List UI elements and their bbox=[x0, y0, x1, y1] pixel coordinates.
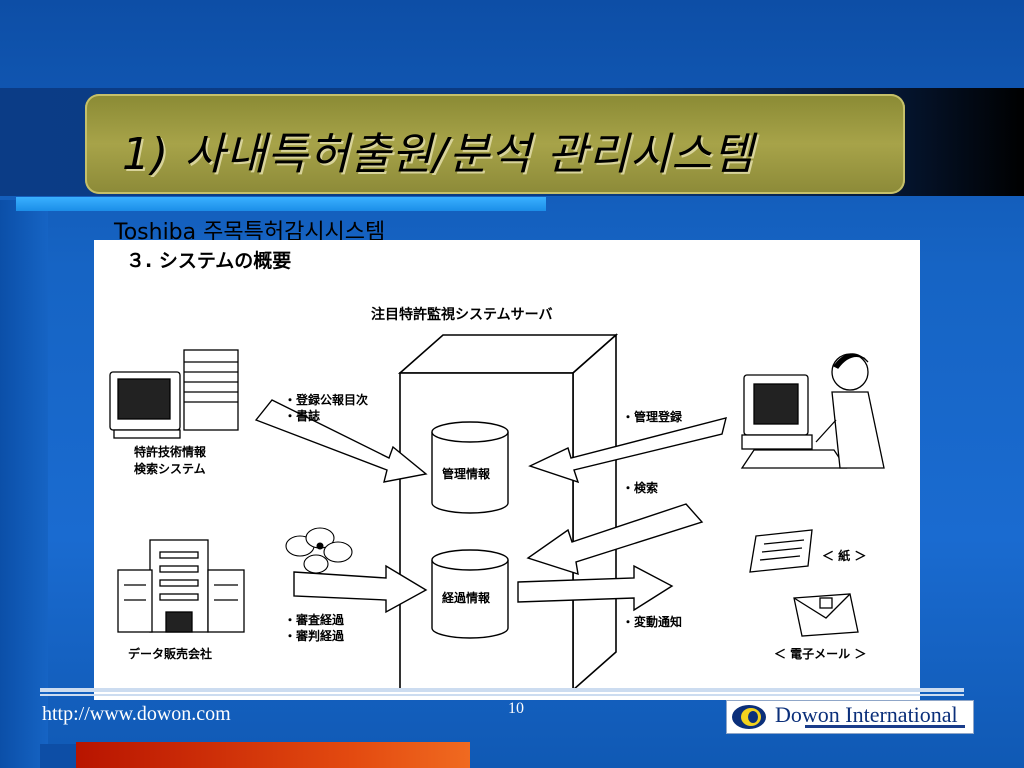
logo-tagline-bar bbox=[805, 725, 965, 728]
server-box bbox=[397, 333, 619, 692]
workstation-icon bbox=[109, 349, 239, 439]
company-logo: Dowon International bbox=[726, 700, 974, 734]
footer-url[interactable]: http://www.dowon.com bbox=[42, 703, 231, 725]
accent-bar-cyan bbox=[16, 197, 546, 211]
arrow-right-search bbox=[526, 503, 704, 576]
arrow-right-register bbox=[528, 417, 727, 484]
paper-label: ＜ 紙 ＞ bbox=[822, 548, 866, 563]
footer-divider-top bbox=[40, 688, 964, 692]
db-progress-label: 経過情報 bbox=[442, 590, 491, 605]
arrow-label-notify: ・変動通知 bbox=[622, 614, 682, 629]
logo-text: Dowon International bbox=[775, 702, 958, 727]
arrow-label-register: ・管理登録 bbox=[622, 409, 683, 424]
arrow-label-examination: ・審査経過 bbox=[284, 612, 345, 627]
arrow-label-trial: ・審判経過 bbox=[284, 628, 345, 643]
disc-media-icon bbox=[285, 527, 353, 574]
footer-red-bar bbox=[76, 742, 470, 768]
left-shadow bbox=[0, 200, 48, 768]
database-management-icon bbox=[431, 421, 509, 514]
envelope-icon bbox=[793, 593, 859, 637]
arrow-left-bottom bbox=[293, 564, 428, 614]
title-box bbox=[85, 94, 905, 194]
arrow-left-top bbox=[254, 399, 428, 483]
db-management-label: 管理情報 bbox=[442, 466, 491, 481]
system-diagram: ３. システムの概要 注目特許監視システムサーバ 管理情報 経過情報 bbox=[94, 240, 920, 700]
footer-divider-bottom bbox=[40, 694, 964, 696]
operator-computer-icon bbox=[740, 353, 885, 469]
building-icon bbox=[117, 539, 245, 633]
logo-mark-icon bbox=[732, 705, 766, 729]
arrow-label-gazette: ・登録公報目次 bbox=[284, 392, 368, 407]
search-system-label-2: 検索システム bbox=[134, 461, 206, 476]
slide-title: 1) 사내특허출원/분석 관리시스템 bbox=[122, 129, 755, 180]
diagram-heading: ３. システムの概要 bbox=[126, 250, 291, 272]
data-vendor-label: データ販売会社 bbox=[128, 646, 212, 661]
search-system-label-1: 特許技術情報 bbox=[134, 444, 207, 459]
diagram-svg: ３. システムの概要 注目特許監視システムサーバ 管理情報 経過情報 bbox=[109, 250, 885, 692]
arrow-label-bibliography: ・書誌 bbox=[284, 408, 320, 423]
database-progress-icon bbox=[431, 549, 509, 639]
arrow-right-notify bbox=[517, 564, 674, 612]
email-label: ＜ 電子メール ＞ bbox=[774, 647, 866, 661]
arrow-label-search: ・検索 bbox=[622, 480, 658, 495]
server-label: 注目特許監視システムサーバ bbox=[371, 306, 552, 323]
page-number: 10 bbox=[508, 700, 524, 717]
paper-icon bbox=[749, 529, 813, 573]
